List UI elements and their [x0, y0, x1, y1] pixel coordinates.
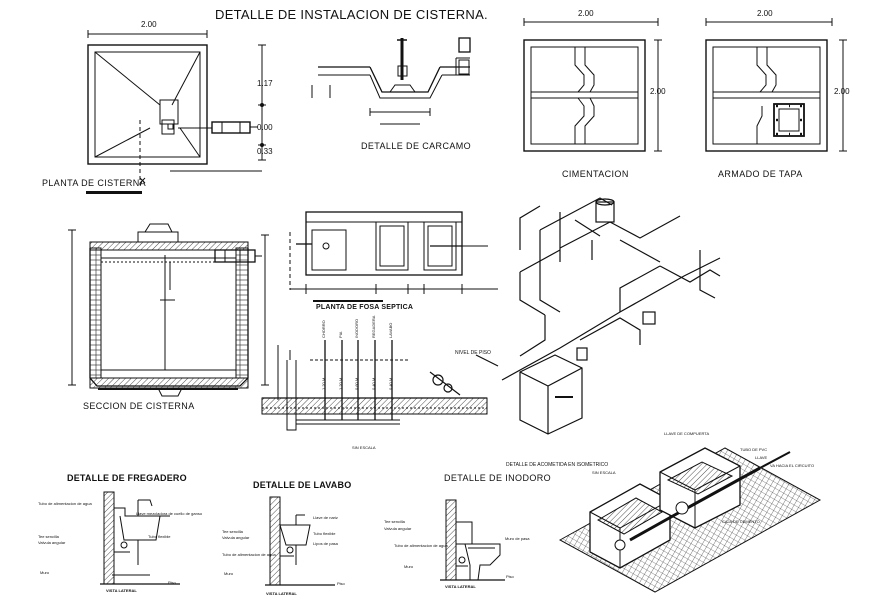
acometida-note-2: TUBO DE PVC	[740, 447, 768, 452]
risers-drawing	[261, 340, 488, 431]
armado-tapa-caption: ARMADO DE TAPA	[718, 169, 803, 179]
acometida-drawing	[558, 447, 822, 593]
lavabo-note-1: Tee sencilla	[222, 529, 243, 534]
caption-underline	[86, 191, 142, 194]
fregadero-caption: DETALLE DE FREGADERO	[67, 473, 187, 483]
inodoro-vista: VISTA LATERAL	[445, 584, 476, 589]
inodoro-note-2: Valvula angular	[384, 526, 412, 531]
lavabo-vista: VISTA LATERAL	[266, 591, 297, 596]
acometida-scale: SIN ESCALA	[592, 470, 616, 475]
riser-label-2: PIA	[338, 331, 343, 338]
lavabo-caption: DETALLE DE LAVABO	[253, 480, 352, 490]
carcamo-drawing	[311, 37, 471, 125]
cimentacion-width-dim: 2.00	[578, 9, 594, 18]
fregadero-note-7: Piso	[168, 580, 176, 585]
cimentacion-drawing	[523, 18, 662, 152]
tapa-height-dim: 2.00	[834, 87, 850, 96]
fosa-septica-drawing	[289, 211, 498, 294]
planta-cisterna-drawing	[87, 30, 266, 185]
cisterna-width-dim: 2.00	[141, 20, 157, 29]
lavabo-note-7: Muro	[224, 571, 234, 576]
fregadero-note-3: Valvula angular	[38, 540, 66, 545]
nivel-piso-label: NIVEL DE PISO	[455, 350, 491, 356]
armado-tapa-drawing	[705, 18, 847, 152]
acometida-note-4: LLAVE	[755, 455, 768, 460]
riser-height-1: 1.20 M.	[321, 376, 326, 390]
acometida-note-1: LLAVE DE COMPUERTA	[664, 431, 710, 436]
inodoro-note-3: Tubo de alimentacion de agua	[394, 543, 448, 548]
fregadero-drawing	[100, 491, 180, 585]
riser-label-3: INODORO	[354, 318, 359, 338]
acometida-note-3: VA HACIA EL CIRCUITO	[770, 463, 815, 468]
cisterna-dim-b: 0.00	[257, 123, 273, 132]
riser-height-4: 0.40 M.	[371, 376, 376, 390]
riser-label-4: REGADERA	[371, 315, 376, 338]
seccion-base-line	[98, 388, 238, 390]
isometric-piping-drawing	[429, 197, 721, 435]
acometida-note-5: CAJA DE CEMENTO	[722, 519, 760, 524]
cisterna-dim-c: 0.33	[257, 147, 273, 156]
riser-label-5: LAVABO	[388, 322, 393, 338]
inodoro-drawing	[440, 499, 505, 581]
fregadero-note-5: Llave mezcladora de cuello de ganso	[136, 511, 203, 516]
seccion-cisterna-caption: SECCION DE CISTERNA	[83, 401, 195, 411]
cisterna-dim-a: 1.17	[257, 79, 273, 88]
drawing-title: DETALLE DE INSTALACION DE CISTERNA.	[215, 7, 488, 22]
carcamo-caption: DETALLE DE CARCAMO	[361, 141, 472, 151]
fregadero-note-1: Tubo de alimentacion de agua	[38, 501, 92, 506]
lavabo-note-3: Tubo de alimentacion de agua	[222, 552, 276, 557]
fosa-septica-caption: PLANTA DE FOSA SEPTICA	[316, 304, 414, 311]
lavabo-drawing	[265, 496, 335, 586]
lavabo-note-6: Lipos de pasa	[313, 541, 338, 546]
cimentacion-caption: CIMENTACION	[562, 169, 629, 179]
fregadero-note-4: Tubo flexible	[148, 534, 171, 539]
cimentacion-height-dim: 2.00	[650, 87, 666, 96]
tank-mark	[555, 396, 573, 398]
lavabo-note-8: Piso	[337, 581, 345, 586]
riser-height-2: 1.20 M.	[338, 376, 343, 390]
acometida-caption: DETALLE DE ACOMETIDA EN ISOMETRICO	[506, 462, 609, 468]
fregadero-note-6: Muro	[40, 570, 50, 575]
lavabo-note-2: Valvula angular	[222, 535, 250, 540]
lavabo-note-5: Tubo flexible	[313, 531, 336, 536]
tapa-width-dim: 2.00	[757, 9, 773, 18]
fosa-caption-underline	[313, 300, 383, 302]
risers-scale-note: SIN ESCALA	[352, 445, 376, 450]
seccion-cisterna-drawing	[68, 223, 269, 397]
inodoro-note-1: Tee sencilla	[384, 519, 405, 524]
riser-label-1: CHORRO	[321, 320, 326, 338]
inodoro-note-6: Muro de pasa	[505, 536, 530, 541]
inodoro-note-5: Piso	[506, 574, 514, 579]
planta-cisterna-caption: PLANTA DE CISTERNA	[42, 178, 147, 188]
riser-height-5: 0.40 M.	[388, 376, 393, 390]
fregadero-vista: VISTA LATERAL	[106, 588, 137, 593]
fregadero-note-2: Tee sencilla	[38, 534, 59, 539]
inodoro-caption: DETALLE DE INODORO	[444, 473, 552, 483]
lavabo-note-4: Llave de nariz	[313, 515, 338, 520]
inodoro-note-4: Muro	[404, 564, 414, 569]
riser-height-3: 0.60 M.	[354, 376, 359, 390]
